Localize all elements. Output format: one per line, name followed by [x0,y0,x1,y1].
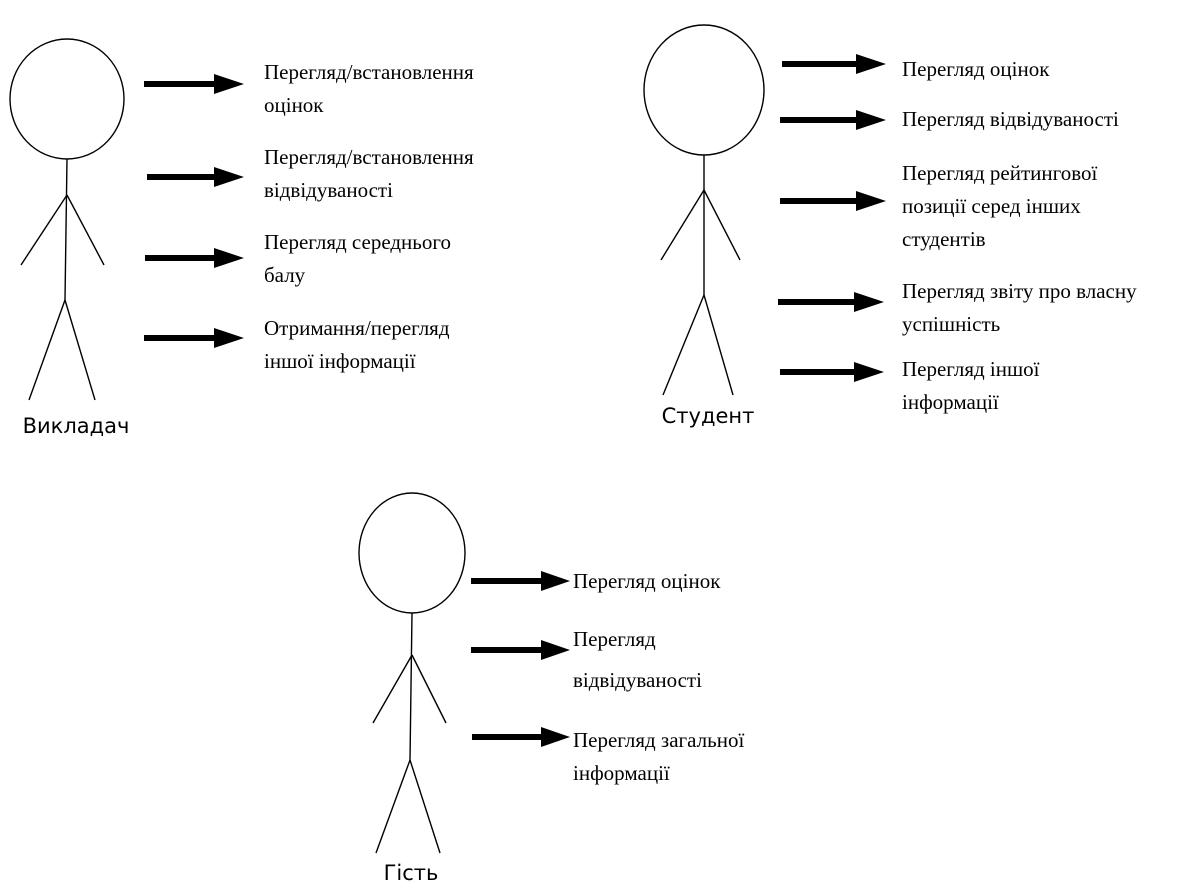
guest-feature-1: Перегляд оцінок [471,569,721,593]
feature-label: Перегляд рейтингової позиції серед інших… [902,161,1103,251]
student-figure [643,24,765,396]
feature-label: Перегляд середнього балу [264,230,456,287]
teacher-feature-2: Перегляд/встановлення відвідуваності [147,145,479,202]
arrow [145,248,244,268]
teacher-label: Викладач [23,414,130,438]
arrow [144,74,244,94]
guest-feature-2: Перегляд відвідуваності [471,627,702,692]
teacher-feature-4: Отримання/перегляд іншої інформації [144,316,455,373]
arrow [471,571,570,591]
student-feature-4: Перегляд звіту про власну успішність [778,279,1142,336]
feature-label: Перегляд іншої інформації [902,357,1045,414]
guest-right-arm [411,654,447,724]
teacher-right-arm [66,194,105,266]
student-feature-5: Перегляд іншої інформації [780,357,1045,414]
student-left-leg [662,294,705,396]
feature-label: Перегляд відвідуваності [902,107,1119,131]
student-right-arm [703,189,741,261]
student-left-arm [660,189,705,261]
feature-label: Перегляд оцінок [902,57,1050,81]
student-feature-3: Перегляд рейтингової позиції серед інших… [780,161,1103,251]
teacher-body [64,158,68,301]
guest-head [358,492,466,614]
guest-feature-3: Перегляд загальної інформації [472,727,750,785]
student-right-leg [703,294,734,396]
arrow [472,727,570,747]
guest-left-arm [372,654,413,724]
actor-teacher: Викладач Перегляд/встановлення оцінок Пе… [9,38,479,438]
guest-right-leg [409,759,441,854]
teacher-head [9,38,125,160]
arrow [780,110,886,130]
student-feature-2: Перегляд відвідуваності [780,107,1119,131]
student-head [643,24,765,156]
arrow [471,640,570,660]
feature-label: Перегляд/встановлення відвідуваності [264,145,479,202]
arrow [782,54,886,74]
arrow [778,292,884,312]
teacher-left-arm [20,194,68,266]
arrow [780,191,886,211]
feature-label: Перегляд оцінок [573,569,721,593]
arrow [780,362,884,382]
teacher-feature-3: Перегляд середнього балу [145,230,456,287]
guest-body [409,612,413,761]
actor-student: Студент Перегляд оцінок Перегляд відвіду… [643,24,1142,428]
arrow [144,328,244,348]
student-label: Студент [662,404,755,428]
teacher-left-leg [28,299,66,401]
actor-guest: Гість Перегляд оцінок Перегляд відвідува… [358,492,750,883]
feature-label: Перегляд відвідуваності [573,627,702,692]
teacher-right-leg [64,299,96,401]
guest-label: Гість [384,861,439,883]
guest-left-leg [375,759,411,854]
feature-label: Перегляд загальної інформації [573,728,750,785]
arrow [147,167,244,187]
teacher-figure [9,38,125,401]
teacher-feature-1: Перегляд/встановлення оцінок [144,60,479,117]
feature-label: Перегляд звіту про власну успішність [902,279,1142,336]
guest-figure [358,492,466,854]
feature-label: Отримання/перегляд іншої інформації [264,316,455,373]
feature-label: Перегляд/встановлення оцінок [264,60,479,117]
student-feature-1: Перегляд оцінок [782,54,1050,81]
